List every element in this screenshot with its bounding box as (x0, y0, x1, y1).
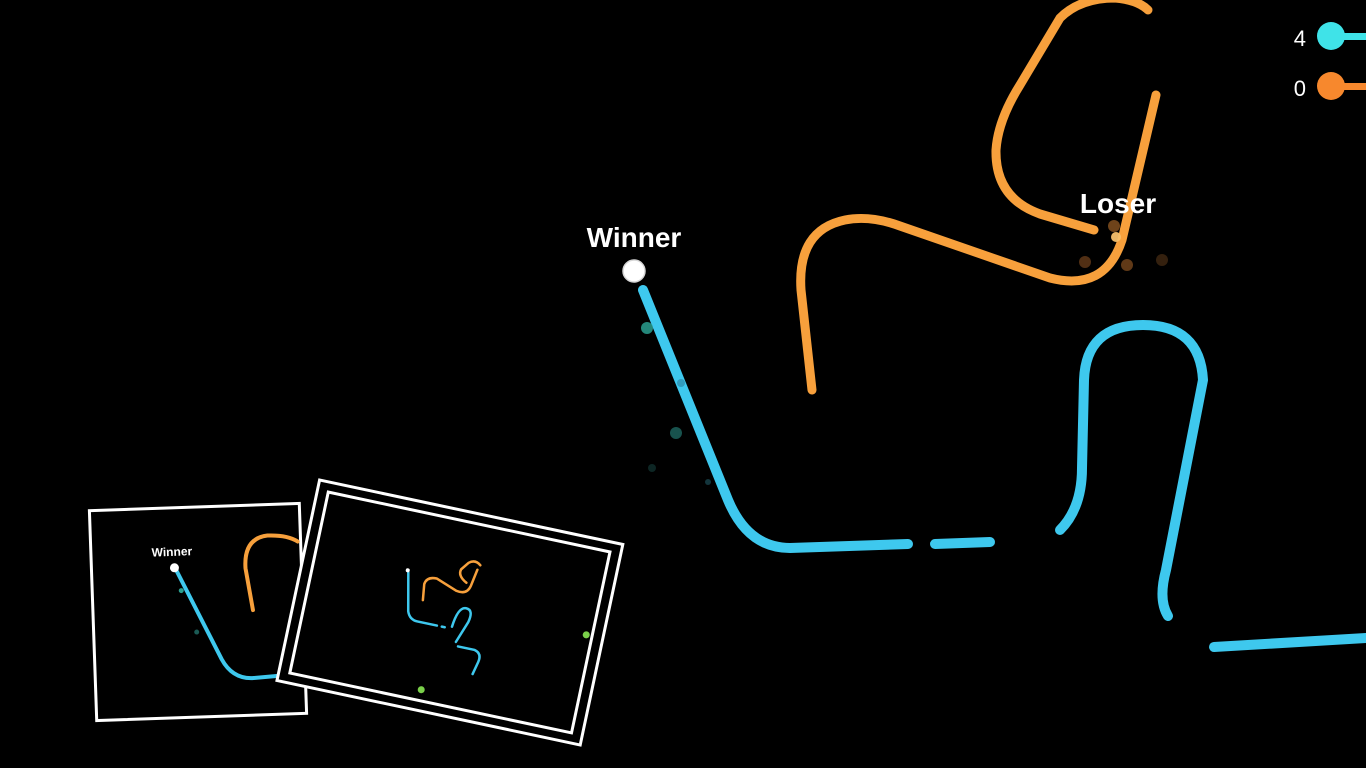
loser-particles (1079, 220, 1168, 271)
replay-card-overview-powerup (582, 631, 590, 639)
blue-trail (638, 285, 1366, 652)
replay-card-zoomed-particle (194, 629, 200, 635)
scoreboard-row-orange: 0 (1294, 72, 1366, 101)
replay-card-zoomed-particle (178, 588, 184, 594)
winner-label: Winner (587, 222, 682, 253)
loser-label: Loser (1080, 188, 1156, 219)
scoreboard-row-blue: 4 (1294, 22, 1366, 51)
winner-head (623, 260, 645, 282)
orange-trail (796, 0, 1161, 395)
replay-card-overview-head (405, 568, 410, 573)
replay-card-overview-powerup (417, 686, 425, 694)
replay-card-overview-trails (406, 560, 482, 676)
replay-card-overview[interactable] (275, 478, 625, 747)
player-blue-bar (1331, 33, 1366, 40)
replay-card-overview-frame (275, 478, 625, 747)
player-orange-bar (1331, 83, 1366, 90)
replay-card-winner-label: Winner (151, 544, 192, 559)
score-orange: 0 (1294, 76, 1306, 101)
replay-card-overview-arena (288, 490, 612, 735)
winner-head-outline (622, 259, 646, 283)
winner-particles (641, 322, 711, 485)
replay-card-zoomed[interactable]: Winner (87, 501, 310, 723)
replay-card-zoomed-trails (174, 533, 310, 681)
replay-card-zoomed-head (169, 563, 179, 573)
score-blue: 4 (1294, 26, 1306, 51)
scoreboard: 4 0 (1294, 22, 1366, 101)
